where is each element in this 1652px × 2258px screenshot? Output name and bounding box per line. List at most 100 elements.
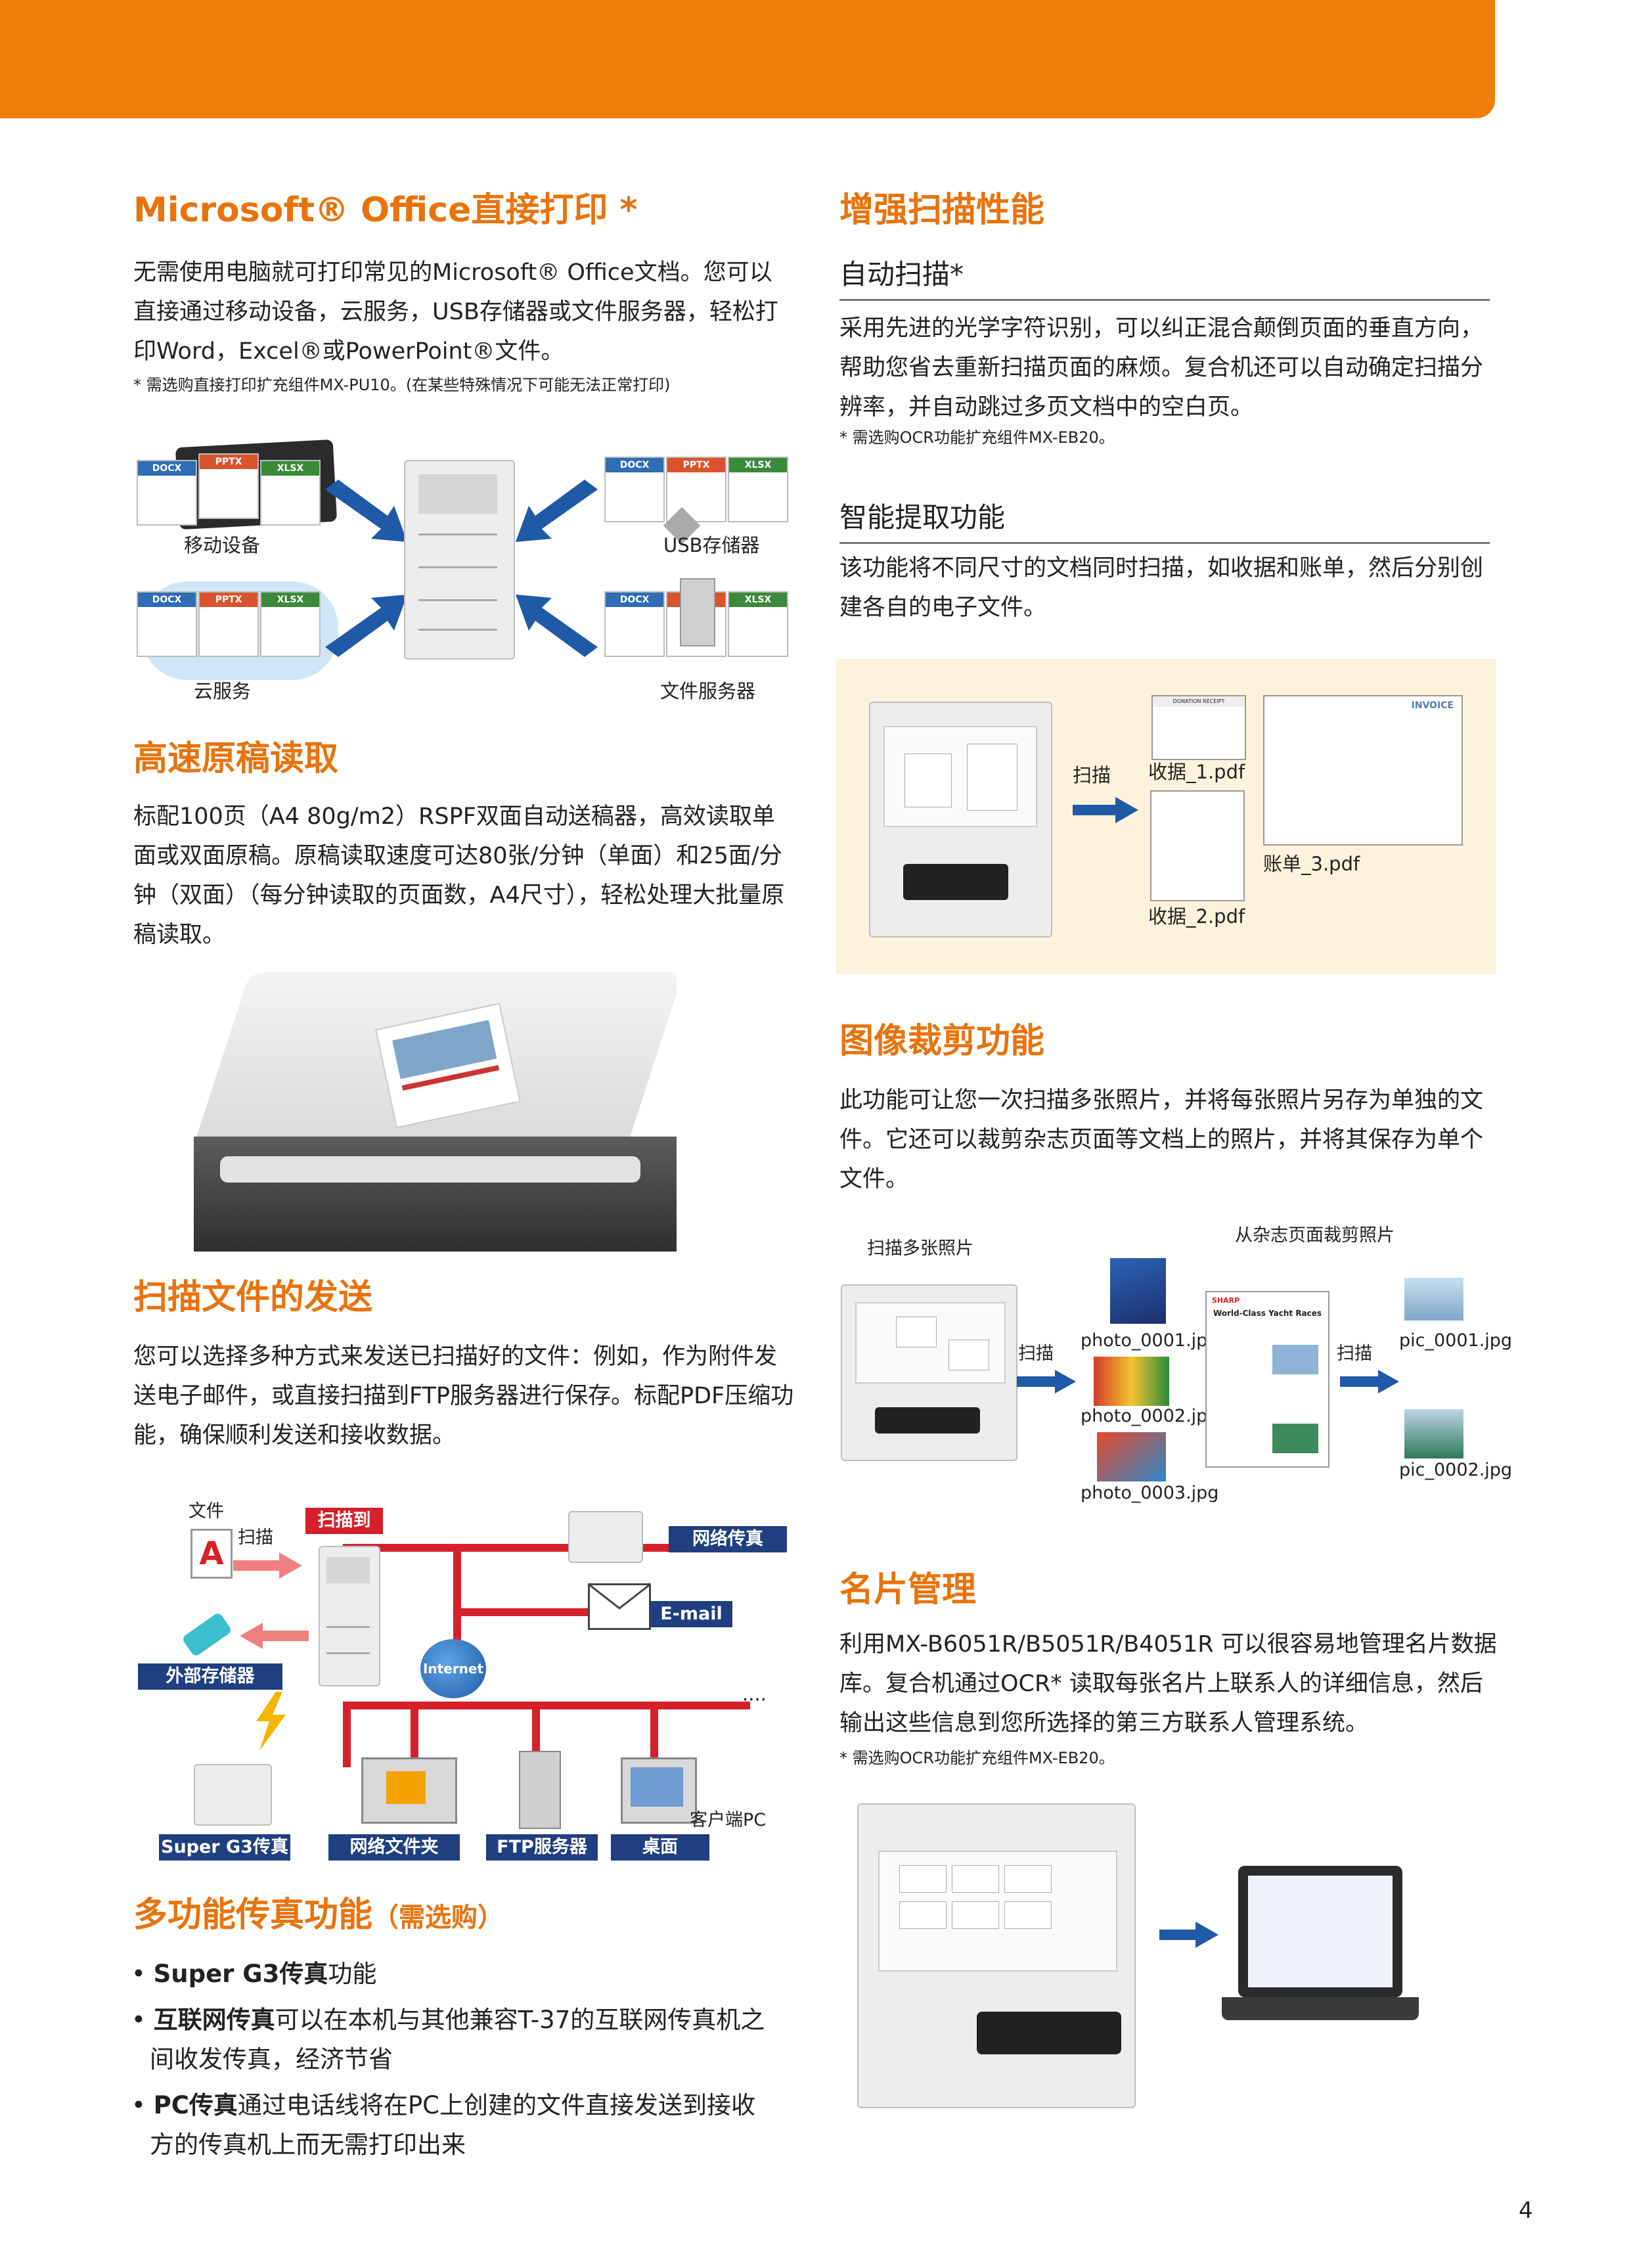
office-print-body: 无需使用电脑就可打印常见的Microsoft® Office文档。您可以直接通过… [133, 260, 778, 365]
card-note: * 需选购OCR功能扩充组件MX-EB20。 [839, 1749, 1115, 1767]
desktop-tag: 桌面 [611, 1834, 709, 1861]
divider [839, 299, 1490, 301]
arrow-icon [1073, 797, 1138, 823]
mfp-printer-icon [319, 1546, 380, 1686]
internet-globe-icon: Internet [420, 1639, 486, 1698]
card-heading: 名片管理 [839, 1570, 977, 1610]
arrow-icon [1017, 1370, 1076, 1393]
xlsx-icon: XLSX [260, 460, 321, 526]
photo-file-1: photo_0001.jpg [1081, 1330, 1219, 1351]
magazine-page: SHARP World-Class Yacht Races [1205, 1291, 1329, 1468]
mfp-scanner-icon [841, 1284, 1017, 1461]
email-envelope-icon [588, 1583, 651, 1630]
highspeed-body: 标配100页（A4 80g/m2）RSPF双面自动送稿器，高效读取单面或双面原稿… [133, 803, 785, 948]
fax-features-list: • Super G3传真功能 • 互联网传真可以在本机与其他兼容T-37的互联网… [131, 1954, 801, 2165]
arrow-icon [240, 1623, 309, 1649]
arrow-icon [1340, 1370, 1399, 1393]
pptx-icon: PPTX [666, 457, 726, 522]
paint-photo [1094, 1357, 1169, 1406]
ftp-tag: FTP服务器 [486, 1834, 598, 1861]
net-folder-tag: 网络文件夹 [328, 1834, 460, 1861]
crop-body: 此功能可让您一次扫描多张照片，并将每张照片另存为单独的文件。它还可以裁剪杂志页面… [839, 1087, 1484, 1192]
crop-heading: 图像裁剪功能 [839, 1022, 1045, 1061]
label-cloud: 云服务 [194, 680, 252, 702]
file-name-3: 账单_3.pdf [1263, 853, 1360, 875]
docx-icon: DOCX [604, 457, 665, 522]
receipt-document: DONATION RECEIPT [1151, 695, 1246, 760]
photo-file-2: photo_0002.jpg [1081, 1406, 1219, 1426]
office-print-diagram: DOCX PPTX XLSX 移动设备 DOCX PPTX XLSX 云服务 D… [131, 434, 801, 710]
laptop-icon [1238, 1866, 1402, 1997]
document-icon: A [190, 1529, 233, 1579]
client-pc-label: 客户端PC [690, 1810, 767, 1830]
receipt-document [1150, 790, 1245, 901]
scan-to-tag: 扫描到 [305, 1508, 383, 1534]
xlsx-icon: XLSX [728, 591, 788, 657]
label-fileserver: 文件服务器 [660, 680, 756, 702]
office-print-heading: Microsoft® Office直接打印 * [133, 191, 638, 230]
send-heading: 扫描文件的发送 [133, 1278, 373, 1317]
docx-icon: DOCX [604, 591, 665, 657]
yacht-photo [1404, 1278, 1463, 1321]
xlsx-icon: XLSX [260, 591, 321, 657]
header-band [0, 0, 1495, 118]
list-item: • Super G3传真功能 [131, 1960, 377, 1988]
mfp-scanner-icon [869, 702, 1052, 937]
list-item: • 互联网传真可以在本机与其他兼容T-37的互联网传真机之间收发传真，经济节省 [131, 2006, 765, 2073]
smart-extract-panel: 扫描 DONATION RECEIPT 收据_1.pdf 收据_2.pdf IN… [836, 659, 1496, 974]
file-name-1: 收据_1.pdf [1148, 761, 1245, 783]
auto-scan-heading: 自动扫描* [839, 258, 964, 290]
file-name-2: 收据_2.pdf [1148, 905, 1245, 928]
arrow-icon [516, 480, 598, 657]
external-storage-tag: 外部存储器 [138, 1663, 282, 1690]
scan-label: 扫描 [1337, 1344, 1372, 1364]
smart-extract-body: 该功能将不同尺寸的文档同时扫描，如收据和账单，然后分别创建各自的电子文件。 [839, 555, 1484, 621]
docx-icon: DOCX [137, 460, 197, 526]
arrow-icon [233, 1552, 302, 1579]
card-body: 利用MX-B6051R/B5051R/B4051R 可以很容易地管理名片数据库。… [839, 1631, 1497, 1736]
scan-perf-heading: 增强扫描性能 [839, 191, 1045, 230]
mfp-scanner-icon [857, 1803, 1136, 2108]
divider [839, 542, 1490, 544]
list-item: • PC传真通过电话线将在PC上创建的文件直接发送到接收方的传真机上而无需打印出… [131, 2091, 756, 2159]
scan-label: 扫描 [238, 1527, 273, 1548]
pic-file-1: pic_0001.jpg [1399, 1330, 1513, 1351]
laptop-base [1222, 1997, 1419, 2020]
invoice-document: INVOICE [1263, 695, 1463, 846]
label-mobile: 移动设备 [184, 534, 261, 556]
smart-extract-heading: 智能提取功能 [839, 501, 1006, 533]
super-g3-tag: Super G3传真 [159, 1834, 290, 1861]
mfp-printer-icon [404, 460, 515, 660]
net-fax-tag: 网络传真 [669, 1526, 787, 1552]
pptx-icon: PPTX [198, 591, 259, 657]
file-label: 文件 [189, 1501, 224, 1522]
pptx-icon: PPTX [198, 453, 259, 519]
fax-machine-icon [194, 1764, 272, 1826]
xlsx-icon: XLSX [728, 457, 788, 522]
scan-label: 扫描 [1073, 764, 1111, 786]
fish-photo [1097, 1432, 1166, 1481]
page-number: 4 [1519, 2198, 1533, 2224]
docx-icon: DOCX [137, 591, 197, 657]
card-diagram [851, 1803, 1494, 2112]
send-body: 您可以选择多种方式来发送已扫描好的文件：例如，作为附件发送电子邮件，或直接扫描到… [133, 1344, 794, 1449]
auto-scan-note: * 需选购OCR功能扩充组件MX-EB20。 [839, 428, 1115, 447]
monitor-icon [361, 1757, 457, 1824]
server-icon [680, 578, 715, 646]
usb-stick-icon [181, 1612, 233, 1658]
fax-heading: 多功能传真功能（需选购） [133, 1895, 504, 1935]
send-diagram: ···· 文件 A 扫描 扫描到 外部存储器 Internet 网络传真 E-m… [131, 1501, 788, 1869]
arrow-icon [1159, 1922, 1218, 1948]
label-usb: USB存储器 [663, 534, 760, 556]
rspf-photo [194, 953, 677, 1252]
yacht-photo [1404, 1409, 1463, 1458]
client-pc-icon [621, 1757, 697, 1824]
magazine-crop-label: 从杂志页面裁剪照片 [1235, 1225, 1395, 1246]
scan-label: 扫描 [1018, 1344, 1054, 1364]
fax-machine-icon [568, 1511, 643, 1563]
crop-diagram: 扫描多张照片 从杂志页面裁剪照片 扫描 photo_0001.jpg photo… [834, 1225, 1512, 1503]
arrow-icon [325, 480, 407, 657]
auto-scan-body: 采用先进的光学字符识别，可以纠正混合颠倒页面的垂直方向，帮助您省去重新扫描页面的… [839, 315, 1484, 420]
server-icon [519, 1751, 561, 1829]
lightning-icon [256, 1692, 286, 1751]
